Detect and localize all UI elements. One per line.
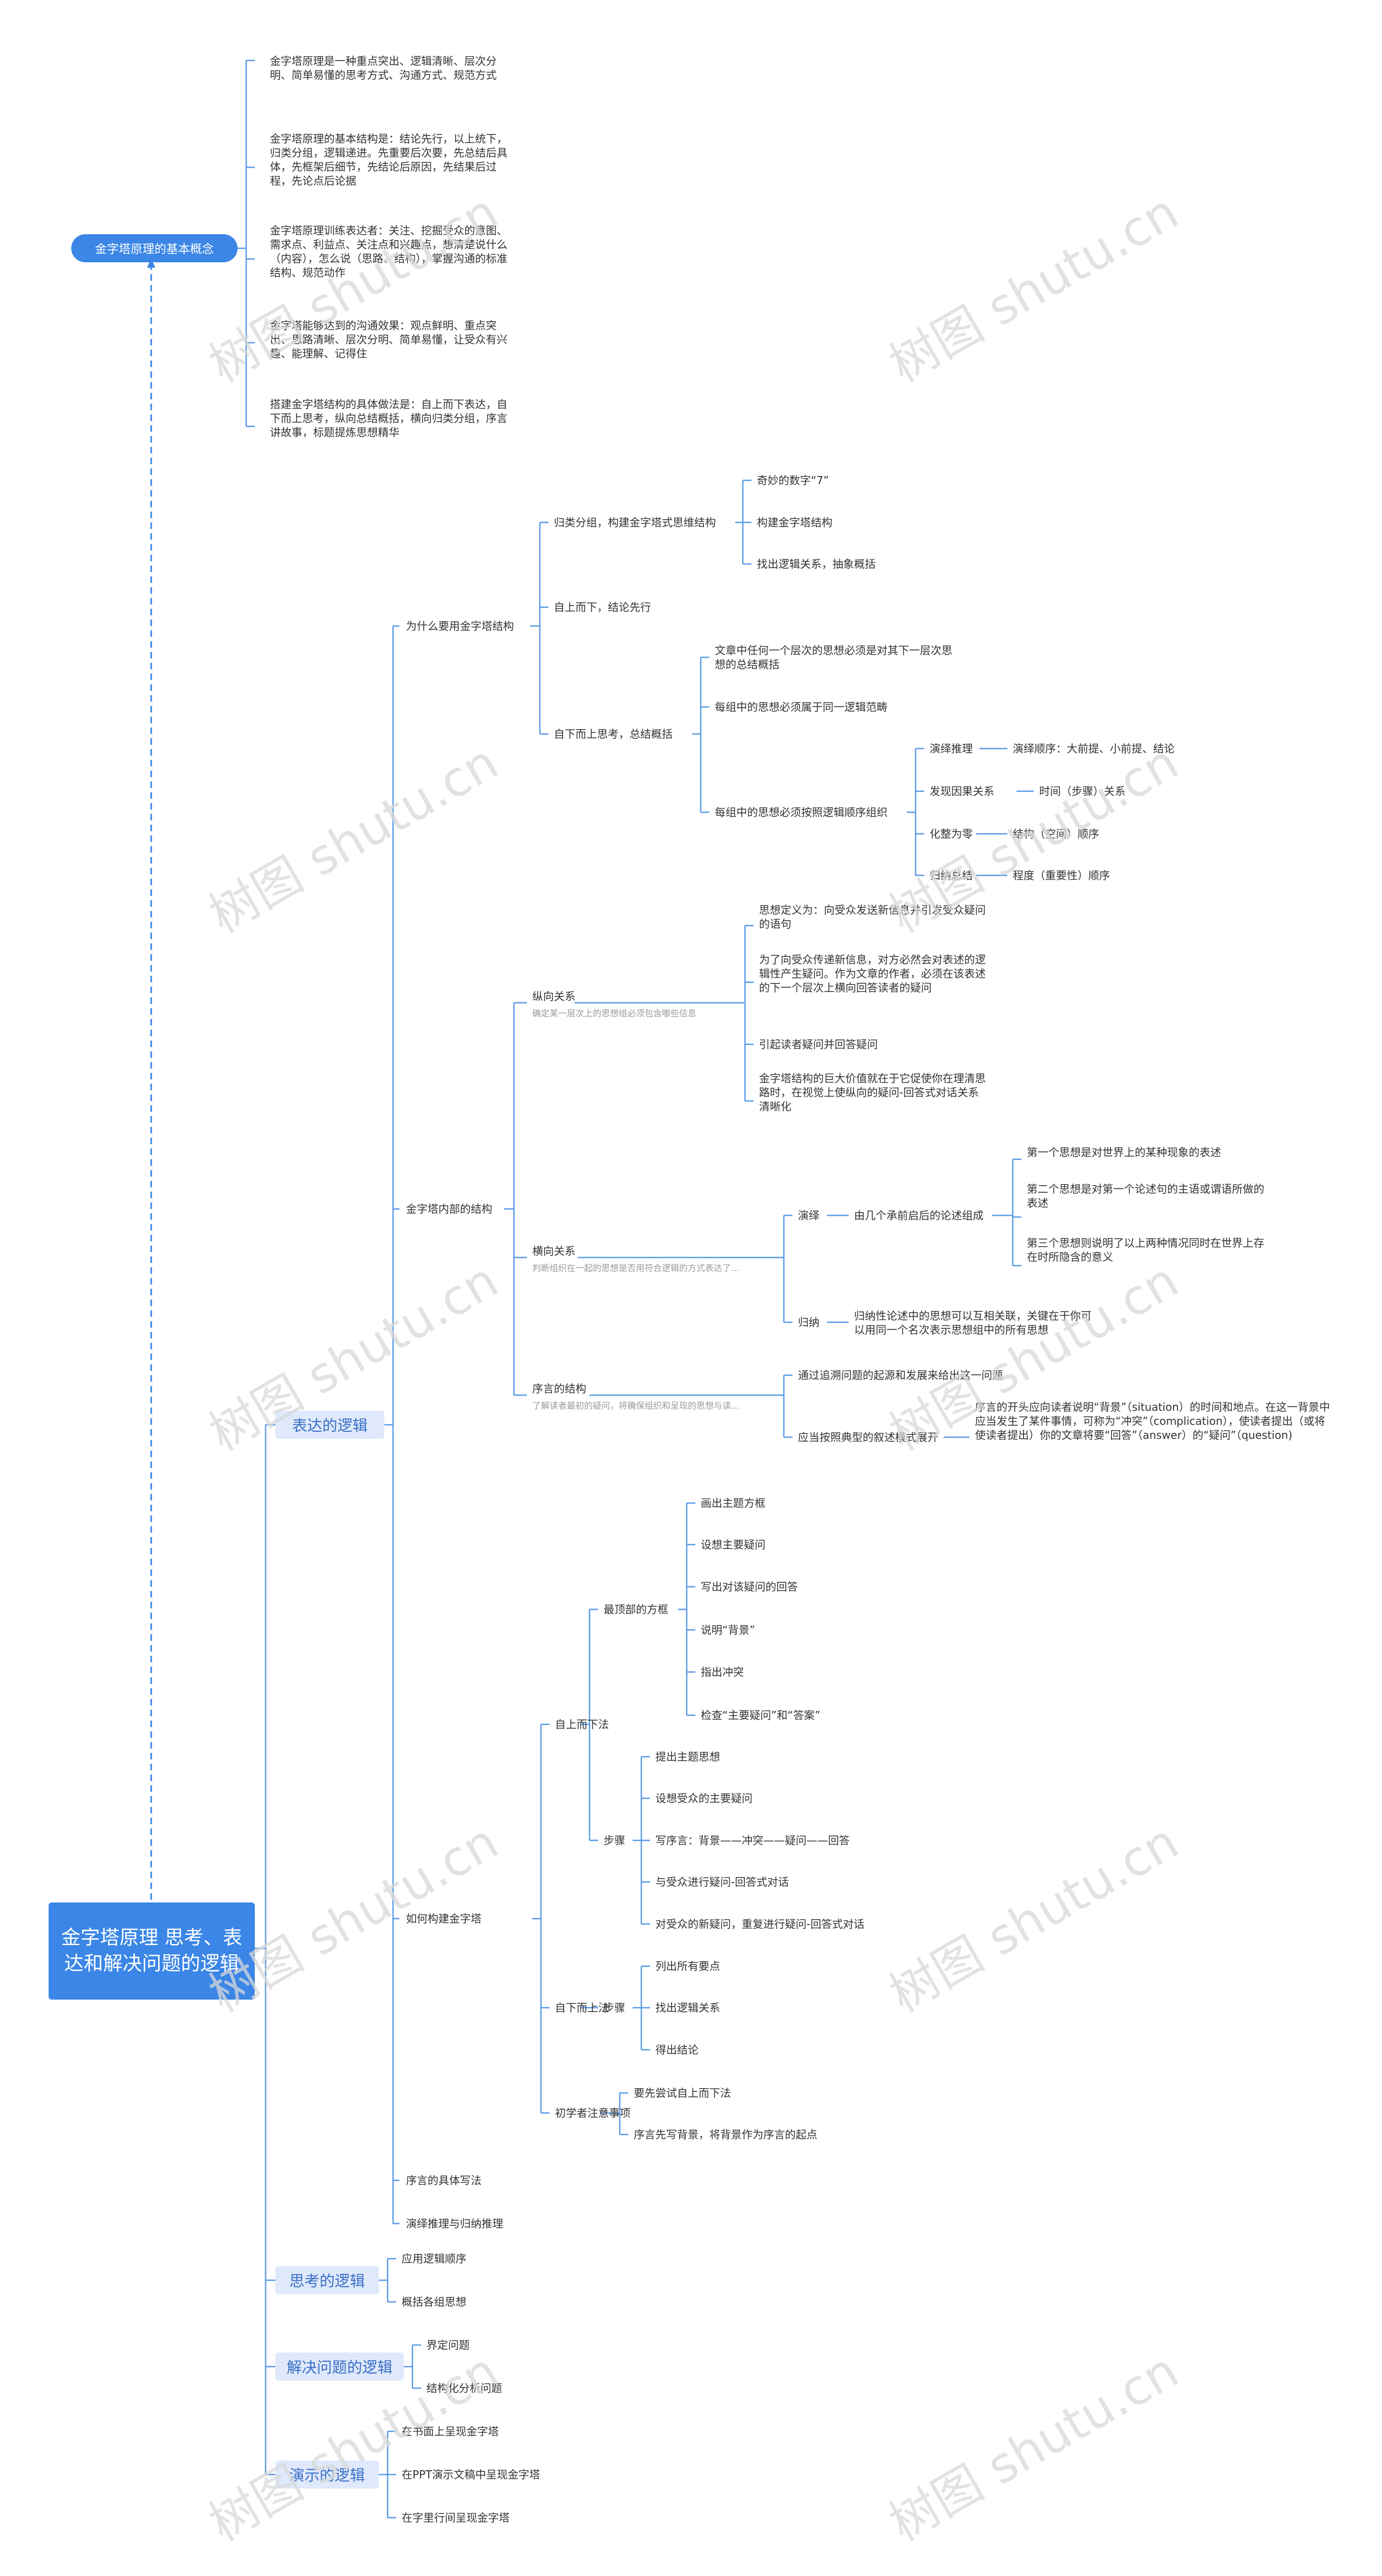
frame-item-4[interactable]: 说明“背景”: [701, 1623, 755, 1636]
node-divide[interactable]: 化整为零: [930, 827, 973, 840]
node-inner-structure[interactable]: 金字塔内部的结构: [406, 1202, 492, 1215]
topic-express-logic[interactable]: 表达的逻辑: [275, 1411, 384, 1439]
concept-item-1: 金字塔原理是一种重点突出、逻辑清晰、层次分明、简单易懂的思考方式、沟通方式、规范…: [270, 55, 497, 81]
frame-item-5[interactable]: 指出冲突: [701, 1666, 744, 1678]
node-preface-writing[interactable]: 序言的具体写法: [406, 2174, 482, 2187]
node-deductive[interactable]: 演绎推理: [930, 742, 973, 755]
think-item-2[interactable]: 概括各组思想: [402, 2295, 466, 2308]
node-rule-same-category[interactable]: 每组中的思想必须属于同一逻辑范畴: [715, 701, 888, 713]
bu-item-2[interactable]: 找出逻辑关系: [655, 2001, 720, 2014]
note-horizontal: 判断组织在一起的思想是否用符合逻辑的方式表达了...: [532, 1263, 740, 1273]
concept-item-3: 金字塔原理训练表达者：关注、挖掘受众的意图、需求点、利益点、关注点和兴趣点，想清…: [270, 224, 507, 279]
node-deduction-desc[interactable]: 由几个承前启后的论述组成: [854, 1209, 984, 1222]
vertical-item-2[interactable]: 为了向受众传递新信息，对方必然会对表述的逻辑性产生疑问。作为文章的作者，必须在该…: [759, 953, 986, 994]
present-item-3[interactable]: 在字里行间呈现金字塔: [402, 2511, 510, 2524]
node-degree-order[interactable]: 程度（重要性）顺序: [1013, 869, 1110, 882]
node-induction[interactable]: 归纳: [798, 1316, 819, 1329]
node-why-pyramid[interactable]: 为什么要用金字塔结构: [406, 620, 514, 633]
topic-present-logic[interactable]: 演示的逻辑: [275, 2461, 379, 2489]
node-preface-structure[interactable]: 序言的结构: [532, 1382, 586, 1395]
node-topdown-conclusion[interactable]: 自上而下，结论先行: [554, 601, 651, 614]
node-time-order[interactable]: 时间（步骤）关系: [1039, 785, 1126, 798]
vertical-item-4[interactable]: 金字塔结构的巨大价值就在于它促使你在理清思路时，在视觉上使纵向的疑问-回答式对话…: [759, 1072, 986, 1113]
node-induction-desc[interactable]: 归纳性论述中的思想可以互相关联，关键在于你可以用同一个名次表示思想组中的所有思想: [854, 1309, 1092, 1336]
frame-item-1[interactable]: 画出主题方框: [701, 1497, 765, 1510]
novice-item-2[interactable]: 序言先写背景，将背景作为序言的起点: [634, 2128, 817, 2141]
node-bottomup-steps[interactable]: 步骤: [604, 2001, 625, 2014]
node-topdown-steps[interactable]: 步骤: [604, 1834, 625, 1847]
root-topic[interactable]: 金字塔原理 思考、表达和解决问题的逻辑: [49, 1902, 255, 2000]
step-item-5[interactable]: 对受众的新疑问，重复进行疑问-回答式对话: [655, 1918, 865, 1931]
node-rule-logic-order[interactable]: 每组中的思想必须按照逻辑顺序组织: [715, 806, 888, 819]
node-build-structure[interactable]: 构建金字塔结构: [757, 516, 832, 529]
node-magic-seven[interactable]: 奇妙的数字“7”: [757, 474, 829, 487]
node-narrative-desc[interactable]: 序言的开头应向读者说明“背景”（situation）的时间和地点。在这一背景中应…: [975, 1401, 1330, 1442]
node-find-logic[interactable]: 找出逻辑关系，抽象概括: [757, 558, 876, 570]
topic-solve-logic[interactable]: 解决问题的逻辑: [275, 2353, 404, 2381]
node-group-structure[interactable]: 归类分组，构建金字塔式思维结构: [554, 516, 716, 529]
frame-item-6[interactable]: 检查“主要疑问”和“答案”: [701, 1709, 821, 1722]
bu-item-1[interactable]: 列出所有要点: [655, 1960, 720, 1973]
novice-item-1[interactable]: 要先尝试自上而下法: [634, 2086, 731, 2099]
topic-think-logic[interactable]: 思考的逻辑: [275, 2266, 379, 2294]
vertical-item-1[interactable]: 思想定义为：向受众发送新信息并引发受众疑问的语句: [759, 903, 986, 930]
step-item-1[interactable]: 提出主题思想: [655, 1750, 720, 1763]
node-novice-notes[interactable]: 初学者注意事项: [555, 2106, 631, 2119]
node-structure-order[interactable]: 结构（空间）顺序: [1013, 827, 1099, 840]
node-trace-origin[interactable]: 通过追溯问题的起源和发展来给出这一问题: [798, 1369, 1003, 1382]
node-deduction-induction[interactable]: 演绎推理与归纳推理: [406, 2217, 503, 2230]
deduction-item-1[interactable]: 第一个思想是对世界上的某种现象的表述: [1027, 1146, 1221, 1159]
node-build-pyramid[interactable]: 如何构建金字塔: [406, 1912, 482, 1925]
node-horizontal-relation[interactable]: 横向关系: [532, 1245, 575, 1258]
present-item-1[interactable]: 在书面上呈现金字塔: [402, 2425, 499, 2438]
deduction-item-3[interactable]: 第三个思想则说明了以上两种情况同时在世界上存在时所隐含的意义: [1027, 1236, 1264, 1263]
node-vertical-relation[interactable]: 纵向关系: [532, 990, 575, 1003]
solve-item-2[interactable]: 结构化分析问题: [426, 2382, 502, 2395]
topic-basic-concept[interactable]: 金字塔原理的基本概念: [71, 234, 238, 262]
deduction-item-2[interactable]: 第二个思想是对第一个论述句的主语或谓语所做的表述: [1027, 1182, 1264, 1209]
frame-item-2[interactable]: 设想主要疑问: [701, 1538, 765, 1551]
node-deduction[interactable]: 演绎: [798, 1209, 819, 1222]
node-causal[interactable]: 发现因果关系: [930, 785, 994, 798]
node-topdown-method[interactable]: 自上而下法: [555, 1718, 609, 1731]
frame-item-3[interactable]: 写出对该疑问的回答: [701, 1580, 798, 1593]
node-deductive-order[interactable]: 演绎顺序：大前提、小前提、结论: [1013, 742, 1175, 755]
node-rule-summary[interactable]: 文章中任何一个层次的思想必须是对其下一层次思想的总结概括: [715, 644, 952, 671]
step-item-2[interactable]: 设想受众的主要疑问: [655, 1792, 753, 1805]
vertical-item-3[interactable]: 引起读者疑问并回答疑问: [759, 1038, 878, 1051]
node-top-box[interactable]: 最顶部的方框: [604, 1603, 668, 1616]
bu-item-3[interactable]: 得出结论: [655, 2043, 699, 2056]
node-induction-summary[interactable]: 归纳总结: [930, 869, 973, 882]
think-item-1[interactable]: 应用逻辑顺序: [402, 2252, 466, 2265]
concept-item-2: 金字塔原理的基本结构是：结论先行，以上统下，归类分组，逻辑递进。先重要后次要，先…: [270, 132, 507, 187]
note-vertical: 确定某一层次上的思想组必须包含哪些信息: [532, 1008, 697, 1018]
solve-item-1[interactable]: 界定问题: [426, 2339, 470, 2351]
node-narrative-mode[interactable]: 应当按照典型的叙述模式展开: [798, 1431, 938, 1444]
step-item-4[interactable]: 与受众进行疑问-回答式对话: [655, 1875, 789, 1888]
present-item-2[interactable]: 在PPT演示文稿中呈现金字塔: [402, 2468, 540, 2481]
node-bottomup-method[interactable]: 自下而上法: [555, 2001, 609, 2014]
concept-item-4: 金字塔能够达到的沟通效果：观点鲜明、重点突出、思路清晰、层次分明、简单易懂，让受…: [270, 319, 507, 360]
node-bottomup-summary[interactable]: 自下而上思考，总结概括: [554, 728, 673, 740]
concept-item-5: 搭建金字塔结构的具体做法是：自上而下表达，自下而上思考，纵向总结概括，横向归类分…: [270, 398, 507, 439]
step-item-3[interactable]: 写序言：背景——冲突——疑问——回答: [655, 1834, 850, 1847]
note-preface: 了解读者最初的疑问，将确保组织和呈现的思想与读...: [532, 1401, 740, 1411]
